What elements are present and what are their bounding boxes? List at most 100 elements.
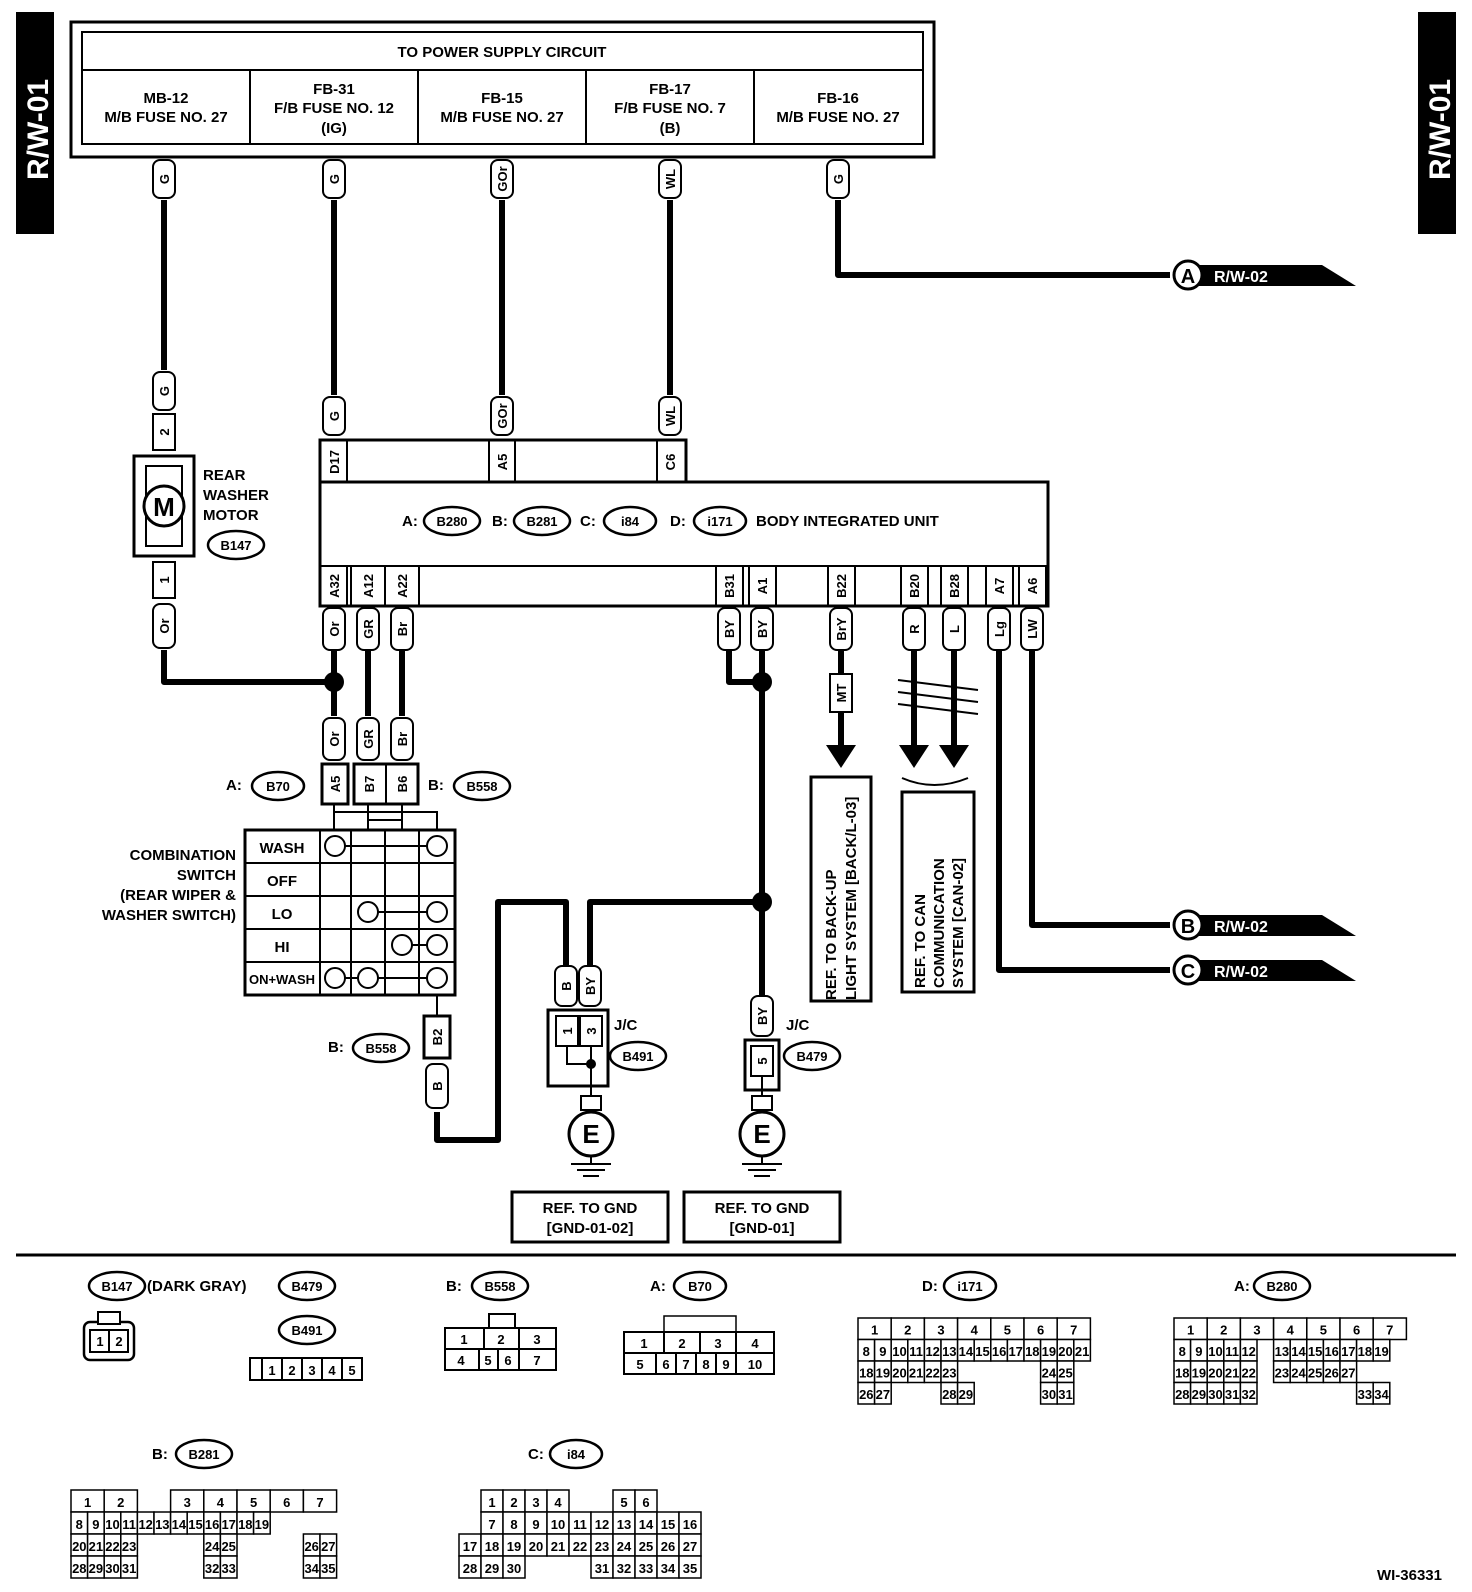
switch-pos-wash: WASH [260,840,305,857]
ground-1-ref-line2: [GND-01-02] [547,1220,634,1237]
pin-number: 12 [138,1517,152,1532]
switch-label-4: WASHER SWITCH) [102,907,236,924]
svg-text:B147: B147 [101,1279,132,1294]
svg-text:C: C [1181,961,1195,983]
svg-text:i84: i84 [567,1447,586,1462]
svg-text:C:: C: [528,1446,544,1463]
pin-number: 32 [617,1561,631,1576]
fuse-2-line1: FB-31 [313,81,355,98]
pin-number: 19 [876,1366,890,1381]
svg-text:5: 5 [484,1353,491,1368]
biu-connector-a: B280 [436,514,467,529]
pin-number: 22 [573,1539,587,1554]
pin-number: 29 [485,1561,499,1576]
switch-connector-a: B70 [266,779,290,794]
pin-a22: A22 [395,574,410,598]
pin-number: 19 [1192,1366,1206,1381]
svg-text:4: 4 [328,1363,336,1378]
pin-number: 9 [92,1517,99,1532]
svg-text:1: 1 [96,1334,103,1349]
pin-number: 18 [1175,1366,1189,1381]
pin-b28: B28 [947,574,962,598]
svg-text:2: 2 [157,428,172,435]
motor-label-3: MOTOR [203,507,259,524]
switch-label-1: COMBINATION [130,847,236,864]
pin-number: 35 [321,1561,335,1576]
svg-text:B:: B: [446,1278,462,1295]
fuse-3-line2: M/B FUSE NO. 27 [440,109,563,126]
motor-symbol-icon [142,484,186,528]
pin-number: 18 [485,1539,499,1554]
pin-number: 10 [892,1344,906,1359]
svg-text:LW: LW [1025,619,1040,639]
pin-number: 25 [1308,1366,1322,1381]
off-page-connector-a: A R/W-02 [1172,259,1356,291]
svg-text:D:: D: [670,513,686,530]
pin-number: 21 [89,1539,103,1554]
pin-number: 6 [1353,1323,1360,1338]
pin-number: 8 [863,1344,870,1359]
svg-text:1: 1 [460,1332,467,1347]
pin-number: 7 [316,1495,323,1510]
pin-number: 21 [551,1539,565,1554]
pin-number: 30 [1042,1387,1056,1402]
pin-number: 35 [683,1561,697,1576]
wire-tag: G [826,159,850,199]
combination-switch: A: B70 B: B558 Or GR Br A5 B7 B6 WASH OF… [102,717,512,1109]
svg-text:9: 9 [722,1357,729,1372]
svg-text:2: 2 [678,1336,685,1351]
joint-connector-b491: B BY 1 3 J/C B491 [546,965,668,1098]
svg-text:1: 1 [268,1363,275,1378]
pin-number: 20 [892,1366,906,1381]
pin-number: 31 [122,1561,136,1576]
switch-pin-b2: B2 [430,1029,445,1046]
pin-number: 17 [1341,1344,1355,1359]
svg-text:2: 2 [288,1363,295,1378]
pin-number: 17 [463,1539,477,1554]
pin-number: 18 [238,1517,252,1532]
pin-number: 26 [304,1539,318,1554]
pin-b20: B20 [907,574,922,598]
pin-number: 25 [221,1539,235,1554]
ground-2-ref-line2: [GND-01] [729,1220,794,1237]
pin-number: 1 [1187,1323,1194,1338]
pin-number: 24 [205,1539,220,1554]
biu-connector-c: i84 [621,514,640,529]
svg-text:B:: B: [428,777,444,794]
pin-a6: A6 [1025,578,1040,595]
svg-text:3: 3 [584,1027,599,1034]
pin-number: 24 [1042,1366,1057,1381]
connector-view-i84-header: C: i84 [528,1438,604,1470]
pin-b22: B22 [834,574,849,598]
pin-number: 9 [879,1344,886,1359]
can-reference: REF. TO CAN COMMUNICATION SYSTEM [CAN-02… [897,679,979,994]
pin-number: 23 [122,1539,136,1554]
svg-text:i171: i171 [957,1279,982,1294]
pin-number: 30 [1208,1387,1222,1402]
pin-number: 6 [642,1495,649,1510]
svg-text:2: 2 [497,1332,504,1347]
svg-text:R/W-01: R/W-01 [22,79,55,180]
fuse-4-line1: FB-17 [649,81,691,98]
pin-number: 28 [1175,1387,1189,1402]
pin-number: 13 [1275,1344,1289,1359]
pin-number: 11 [909,1344,923,1359]
svg-text:D:: D: [922,1278,938,1295]
pin-number: 33 [1358,1387,1372,1402]
backup-ref-line1: REF. TO BACK-UP [823,869,840,1000]
svg-text:B281: B281 [188,1447,219,1462]
svg-text:GR: GR [361,729,376,749]
svg-text:B479: B479 [291,1279,322,1294]
pin-number: 19 [507,1539,521,1554]
pin-b31: B31 [722,574,737,598]
motor-label-2: WASHER [203,487,269,504]
pin-number: 15 [661,1517,675,1532]
svg-text:BY: BY [722,620,737,638]
pin-number: 14 [172,1517,187,1532]
svg-text:1: 1 [640,1336,647,1351]
svg-text:6: 6 [662,1357,669,1372]
pin-number: 21 [909,1366,923,1381]
pin-number: 31 [595,1561,609,1576]
pin-number: 19 [255,1517,269,1532]
pin-number: 1 [84,1495,91,1510]
